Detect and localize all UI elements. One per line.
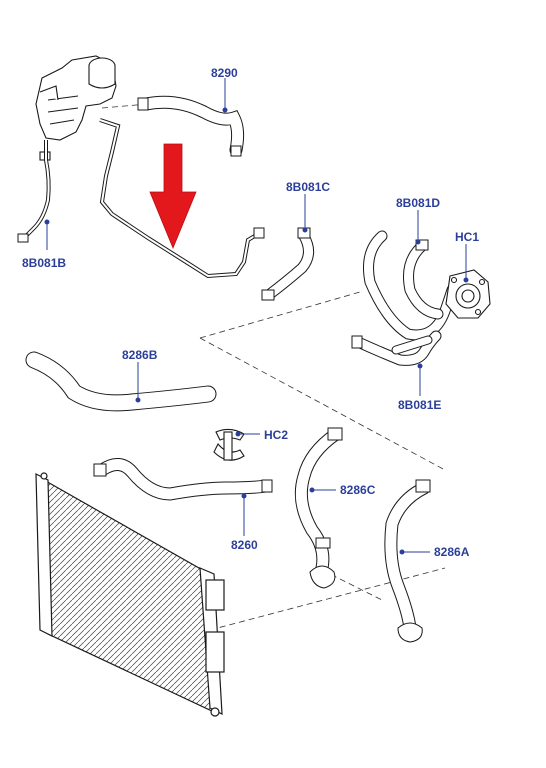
part-label-8260: 8260 xyxy=(231,538,258,552)
part-label-8B081D: 8B081D xyxy=(396,196,441,210)
bleed-pipe xyxy=(99,118,265,279)
part-label-HC2: HC2 xyxy=(264,428,289,442)
leader-lines xyxy=(44,78,469,555)
part-label-8286A: 8286A xyxy=(434,545,470,559)
hose-8286C xyxy=(294,427,343,589)
hose-8290 xyxy=(137,95,245,157)
part-label-8B081E: 8B081E xyxy=(398,398,442,412)
radiator xyxy=(35,472,225,717)
part-label-8B081B: 8B081B xyxy=(22,256,67,270)
hose-assembly-8B081D-8B081E xyxy=(351,230,458,366)
hose-8286B xyxy=(25,351,217,412)
part-label-8290: 8290 xyxy=(211,66,238,80)
part-label-8286C: 8286C xyxy=(340,483,376,497)
hose-8B081C xyxy=(261,227,314,301)
part-label-8286B: 8286B xyxy=(122,348,158,362)
part-label-8B081C: 8B081C xyxy=(286,180,331,194)
expansion-tank xyxy=(35,55,117,161)
pipe-8B081B xyxy=(17,140,51,243)
part-label-HC1: HC1 xyxy=(455,230,480,244)
hose-8286A xyxy=(384,479,431,643)
down-arrow-icon xyxy=(149,143,197,250)
thermostat-housing-HC1 xyxy=(445,269,491,319)
hose-8260 xyxy=(93,458,273,501)
